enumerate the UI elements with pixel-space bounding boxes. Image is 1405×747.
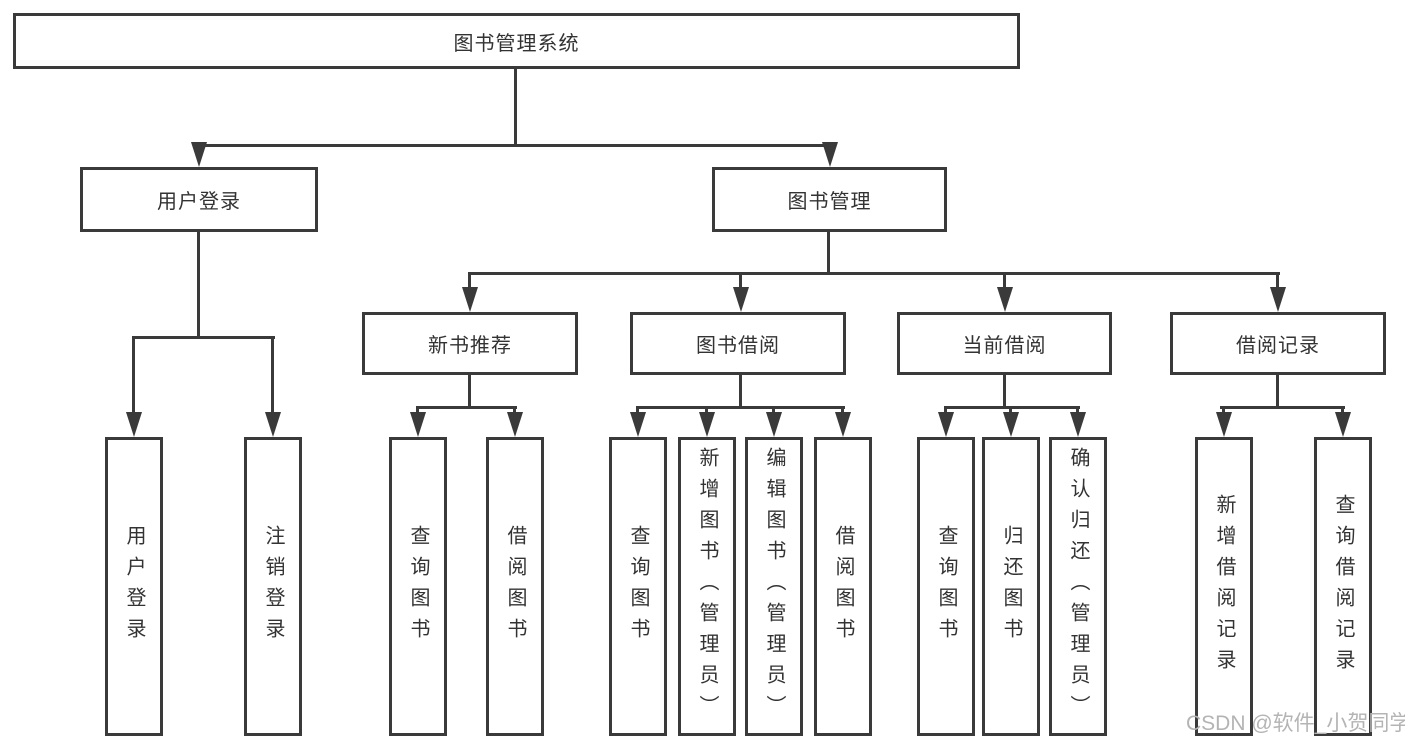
connector-line: [271, 336, 274, 416]
connector-line: [636, 406, 639, 416]
node-label: 查询图书: [935, 524, 957, 649]
node-book-management: 图书管理: [712, 167, 947, 232]
node-bb-query-books: 查询图书: [609, 437, 667, 736]
node-label: 查询图书: [407, 524, 429, 649]
arrow-down-icon: [1003, 412, 1019, 437]
connector-line: [1076, 406, 1079, 416]
connector-line: [468, 272, 1280, 275]
connector-line: [468, 272, 471, 290]
node-label: 确认归还（管理员）: [1067, 447, 1089, 726]
node-label: 新书推荐: [428, 335, 512, 357]
node-book-borrowing: 图书借阅: [630, 312, 846, 375]
arrow-down-icon: [410, 412, 426, 437]
node-user-login: 用户登录: [80, 167, 318, 232]
node-cb-query-books: 查询图书: [917, 437, 975, 736]
connector-line: [1003, 272, 1006, 290]
arrow-down-icon: [835, 412, 851, 437]
connector-line: [197, 144, 833, 147]
node-label: 用户登录: [123, 524, 145, 649]
connector-line: [468, 373, 471, 409]
connector-line: [1276, 272, 1279, 290]
node-label: 借阅图书: [832, 524, 854, 649]
node-label: 新增图书（管理员）: [696, 447, 718, 726]
node-current-borrowing: 当前借阅: [897, 312, 1112, 375]
connector-line: [944, 406, 947, 416]
connector-line: [739, 272, 742, 290]
connector-line: [739, 373, 742, 409]
node-label: 借阅记录: [1236, 335, 1320, 357]
connector-line: [1276, 373, 1279, 409]
arrow-down-icon: [1216, 412, 1232, 437]
connector-line: [827, 230, 830, 275]
arrow-down-icon: [462, 287, 478, 312]
arrow-down-icon: [126, 412, 142, 437]
node-br-add-borrow-record: 新增借阅记录: [1195, 437, 1253, 736]
connector-line: [514, 68, 517, 146]
arrow-down-icon: [507, 412, 523, 437]
node-label: 图书管理系统: [453, 32, 580, 55]
arrow-down-icon: [191, 142, 207, 167]
connector-line: [705, 406, 708, 416]
arrow-down-icon: [265, 412, 281, 437]
node-logout-login: 注销登录: [244, 437, 302, 736]
connector-line: [197, 230, 200, 338]
csdn-watermark: CSDN @软件_小贺同学: [1186, 712, 1405, 735]
node-label: 查询借阅记录: [1332, 493, 1354, 680]
connector-line: [841, 406, 844, 416]
arrow-down-icon: [733, 287, 749, 312]
connector-line: [416, 406, 517, 409]
arrow-down-icon: [1070, 412, 1086, 437]
node-label: 图书借阅: [696, 335, 780, 357]
node-label: 查询图书: [627, 524, 649, 649]
node-cb-return-books: 归还图书: [982, 437, 1040, 736]
arrow-down-icon: [699, 412, 715, 437]
connector-line: [132, 336, 275, 339]
connector-line: [636, 406, 845, 409]
arrow-down-icon: [822, 142, 838, 167]
node-cb-confirm-return-admin: 确认归还（管理员）: [1049, 437, 1107, 736]
node-label: 借阅图书: [504, 524, 526, 649]
node-label: 当前借阅: [962, 335, 1047, 357]
node-label: 注销登录: [262, 524, 284, 649]
node-bb-edit-books-admin: 编辑图书（管理员）: [745, 437, 803, 736]
node-bb-borrow-books: 借阅图书: [814, 437, 872, 736]
arrow-down-icon: [1270, 287, 1286, 312]
node-new-book-recommendation: 新书推荐: [362, 312, 578, 375]
node-nbr-borrow-books: 借阅图书: [486, 437, 544, 736]
connector-line: [1003, 373, 1006, 409]
arrow-down-icon: [997, 287, 1013, 312]
node-borrowing-records: 借阅记录: [1170, 312, 1386, 375]
connector-line: [1009, 406, 1012, 416]
node-nbr-query-books: 查询图书: [389, 437, 447, 736]
node-br-query-borrow-record: 查询借阅记录: [1314, 437, 1372, 736]
connector-line: [513, 406, 516, 416]
connector-line: [132, 336, 135, 416]
node-label: 编辑图书（管理员）: [763, 447, 785, 726]
node-label: 用户登录: [157, 191, 241, 213]
connector-line: [1341, 406, 1344, 416]
node-user-login-leaf: 用户登录: [105, 437, 163, 736]
connector-line: [416, 406, 419, 416]
node-library-management-system: 图书管理系统: [13, 13, 1020, 69]
node-label: 图书管理: [787, 191, 872, 213]
connector-line: [772, 406, 775, 416]
connector-line: [1222, 406, 1225, 416]
arrow-down-icon: [938, 412, 954, 437]
arrow-down-icon: [766, 412, 782, 437]
node-bb-add-books-admin: 新增图书（管理员）: [678, 437, 736, 736]
connector-line: [1220, 406, 1345, 409]
node-label: 新增借阅记录: [1213, 493, 1235, 680]
arrow-down-icon: [1335, 412, 1351, 437]
arrow-down-icon: [630, 412, 646, 437]
connector-line: [944, 406, 1080, 409]
node-label: 归还图书: [1000, 524, 1022, 649]
